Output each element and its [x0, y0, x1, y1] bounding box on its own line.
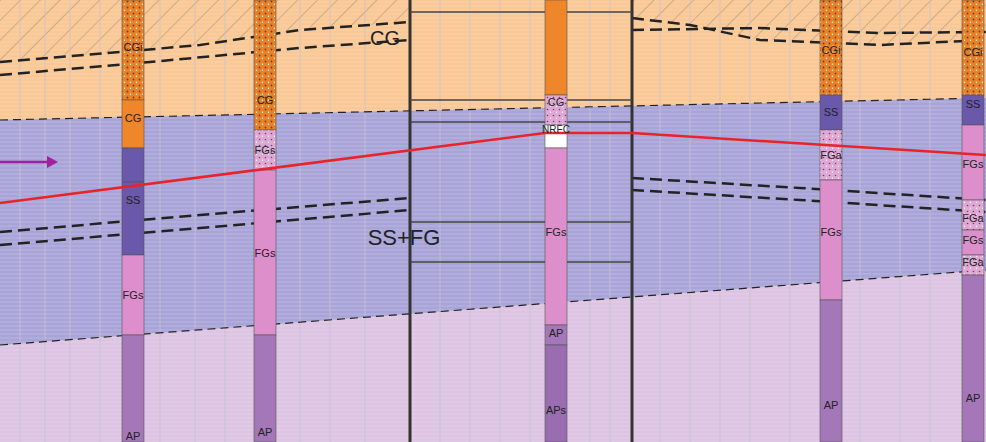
borehole-segment [254, 130, 276, 170]
borehole-segment [122, 148, 144, 182]
grid-line [860, 0, 861, 442]
grid-line [45, 0, 46, 442]
borehole-segment [545, 325, 567, 345]
layer-code: AP [126, 430, 141, 441]
borehole-segment [545, 345, 567, 442]
grid-line [500, 0, 501, 442]
layer-code: SS [824, 107, 839, 118]
layer-code: CG [548, 97, 565, 108]
borehole-segment [820, 130, 842, 180]
grid-line [330, 0, 331, 442]
borehole-segment [820, 95, 842, 130]
layer-code: FGa [962, 213, 983, 224]
borehole-segment [962, 275, 984, 442]
borehole-segment [122, 255, 144, 335]
grid-line [225, 0, 226, 442]
unit-label: CG [370, 28, 400, 48]
layer-code: SS [966, 99, 981, 110]
borehole-segment [545, 0, 567, 95]
layer-code: CGi [964, 47, 983, 58]
layer-code: AP [824, 400, 839, 411]
borehole-segment [820, 180, 842, 300]
grid-line [20, 0, 21, 442]
borehole-segment [962, 200, 984, 230]
grid-line [530, 0, 531, 442]
borehole-segment [962, 230, 984, 255]
grid-line [930, 0, 931, 442]
grid-line [690, 0, 691, 442]
layer-code: FGa [820, 150, 841, 161]
borehole-segment [820, 0, 842, 95]
grid-line [160, 0, 161, 442]
grid-line [610, 0, 611, 442]
layer-code: FGs [255, 248, 276, 259]
borehole-segment [254, 0, 276, 130]
layer-code: FGs [255, 145, 276, 156]
layer-code: FGa [962, 257, 983, 268]
layer-code: AP [258, 427, 273, 438]
borehole-segment [122, 0, 144, 100]
layer-code: CGi [822, 45, 841, 56]
grid-line [900, 0, 901, 442]
borehole-segment [820, 300, 842, 442]
borehole-segment [254, 170, 276, 335]
borehole-segment [254, 335, 276, 442]
layer-code: FGs [123, 290, 144, 301]
layer-code: FGs [963, 159, 984, 170]
borehole-segment [122, 100, 144, 148]
layer-code: NRFC [542, 125, 570, 135]
borehole-segment [122, 182, 144, 255]
grid-line [470, 0, 471, 442]
grid-line [70, 0, 71, 442]
grid-line [590, 0, 591, 442]
grid-line [300, 0, 301, 442]
layer-code: FGs [546, 227, 567, 238]
borehole-segment [962, 125, 984, 200]
layer-code: CG [257, 95, 274, 106]
layer-code: AP [549, 328, 564, 339]
layer-code: CGi [124, 42, 143, 53]
layer-code: FGs [963, 235, 984, 246]
grid-line [365, 0, 366, 442]
layer-code: SS [126, 195, 141, 206]
layer-code: AP [966, 393, 981, 404]
borehole-segment [962, 0, 984, 95]
grid-line [660, 0, 661, 442]
grid-line [440, 0, 441, 442]
borehole-segment [962, 95, 984, 125]
borehole-segment [962, 255, 984, 275]
layer-code: APs [546, 405, 566, 416]
grid-line [720, 0, 721, 442]
layer-code: CG [125, 113, 142, 124]
borehole-segment [122, 335, 144, 442]
grid-line [195, 0, 196, 442]
layer-code: FGs [821, 227, 842, 238]
borehole-segment [545, 95, 567, 125]
unit-label: SS+FG [368, 227, 441, 249]
grid-line [750, 0, 751, 442]
borehole-segment [545, 148, 567, 325]
grid-line [790, 0, 791, 442]
